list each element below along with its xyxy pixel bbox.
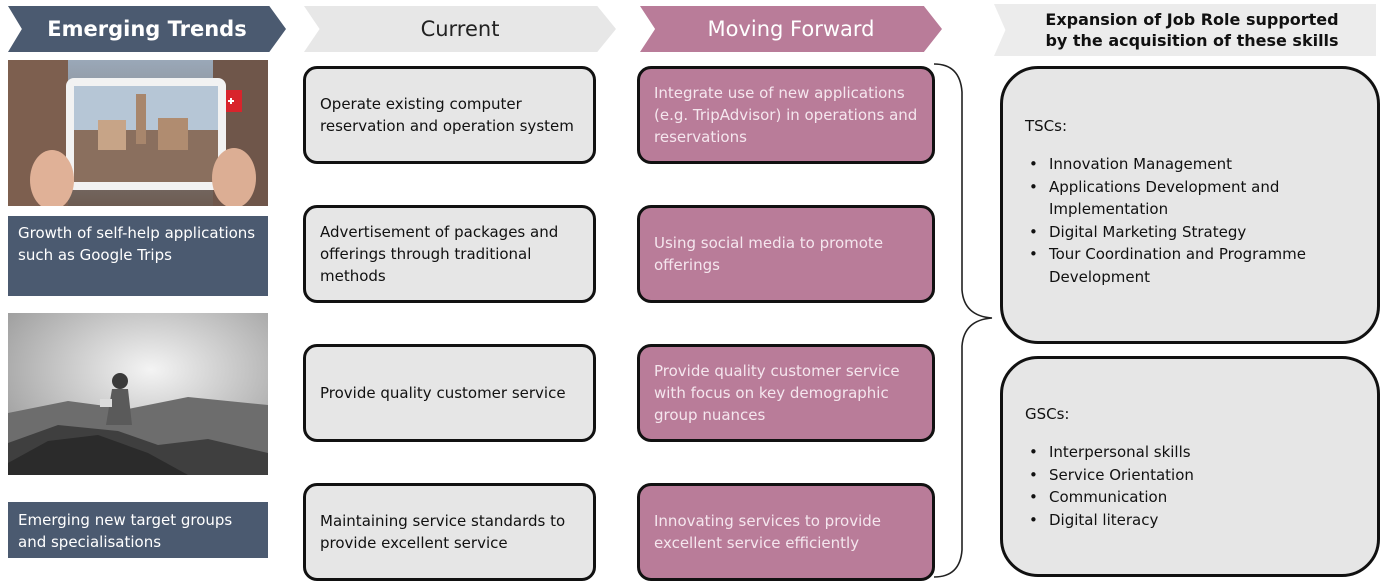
current-card-text: Maintaining service standards to provide… bbox=[320, 512, 566, 552]
current-card-4: Maintaining service standards to provide… bbox=[303, 483, 596, 581]
header-current: Current bbox=[304, 6, 616, 52]
tsc-item-text: Innovation Management bbox=[1049, 155, 1232, 173]
tsc-list: • Innovation Management • Applications Dev… bbox=[1025, 153, 1377, 288]
forward-card-4: Innovating services to provide excellent… bbox=[637, 483, 935, 581]
tsc-title: TSCs: bbox=[1025, 117, 1068, 135]
gsc-list: • Interpersonal skills • Service Orientati… bbox=[1025, 441, 1377, 531]
tablet-street-illustration bbox=[8, 60, 268, 206]
header-expansion-line2: by the acquisition of these skills bbox=[1045, 31, 1339, 50]
trend-self-help-text: Growth of self-help applications such as… bbox=[18, 224, 256, 264]
gsc-item-text: Digital literacy bbox=[1049, 510, 1159, 529]
bullet-icon: • bbox=[1029, 488, 1038, 506]
bullet-icon: • bbox=[1029, 245, 1038, 263]
traveller-photo bbox=[8, 313, 268, 475]
gsc-panel: GSCs: • Interpersonal skills • Service Ori… bbox=[1000, 356, 1380, 577]
bullet-icon: • bbox=[1029, 465, 1038, 484]
list-item: • Applications Development and Implementa… bbox=[1025, 176, 1377, 221]
header-moving-forward-label: Moving Forward bbox=[707, 17, 875, 41]
list-item: • Innovation Management bbox=[1025, 153, 1377, 176]
gsc-item-text: Service Orientation bbox=[1049, 465, 1194, 484]
list-item: • Service Orientation bbox=[1025, 464, 1377, 487]
trend-new-target-groups: Emerging new target groups and specialis… bbox=[8, 502, 268, 558]
bullet-icon: • bbox=[1029, 443, 1038, 461]
gsc-title: GSCs: bbox=[1025, 405, 1070, 423]
list-item: • Communication bbox=[1025, 486, 1377, 509]
grouping-brace bbox=[933, 63, 993, 578]
header-expansion-line1: Expansion of Job Role supported bbox=[1045, 10, 1339, 29]
trend-new-target-groups-text: Emerging new target groups and specialis… bbox=[18, 511, 233, 551]
forward-card-text: Integrate use of new applications (e.g. … bbox=[654, 84, 918, 146]
gsc-item-text: Communication bbox=[1049, 488, 1168, 506]
current-card-text: Advertisement of packages and offerings … bbox=[320, 223, 559, 285]
header-emerging-trends-label: Emerging Trends bbox=[47, 17, 247, 41]
header-moving-forward: Moving Forward bbox=[640, 6, 942, 52]
forward-card-3: Provide quality customer service with fo… bbox=[637, 344, 935, 442]
current-card-text: Provide quality customer service bbox=[320, 384, 566, 402]
header-current-label: Current bbox=[420, 17, 500, 41]
tsc-item-text: Applications Development and Implementat… bbox=[1049, 177, 1280, 219]
list-item: • Tour Coordination and Programme Develop… bbox=[1025, 243, 1377, 288]
bullet-icon: • bbox=[1029, 155, 1038, 173]
tablet-street-photo bbox=[8, 60, 268, 206]
header-emerging-trends: Emerging Trends bbox=[8, 6, 286, 52]
forward-card-1: Integrate use of new applications (e.g. … bbox=[637, 66, 935, 164]
traveller-illustration bbox=[8, 313, 268, 475]
header-expansion: Expansion of Job Role supported by the a… bbox=[994, 4, 1376, 56]
current-card-2: Advertisement of packages and offerings … bbox=[303, 205, 596, 303]
list-item: • Digital literacy bbox=[1025, 509, 1377, 532]
forward-card-2: Using social media to promote offerings bbox=[637, 205, 935, 303]
tsc-item-text: Digital Marketing Strategy bbox=[1049, 222, 1247, 241]
list-item: • Digital Marketing Strategy bbox=[1025, 221, 1377, 244]
forward-card-text: Innovating services to provide excellent… bbox=[654, 512, 881, 552]
forward-card-text: Provide quality customer service with fo… bbox=[654, 362, 900, 424]
current-card-3: Provide quality customer service bbox=[303, 344, 596, 442]
tsc-item-text: Tour Coordination and Programme Developm… bbox=[1049, 245, 1306, 286]
gsc-item-text: Interpersonal skills bbox=[1049, 443, 1191, 461]
current-card-1: Operate existing computer reservation an… bbox=[303, 66, 596, 164]
list-item: • Interpersonal skills bbox=[1025, 441, 1377, 464]
bullet-icon: • bbox=[1029, 177, 1038, 196]
bullet-icon: • bbox=[1029, 510, 1038, 529]
trend-self-help: Growth of self-help applications such as… bbox=[8, 216, 268, 296]
bullet-icon: • bbox=[1029, 222, 1038, 241]
tsc-panel: TSCs: • Innovation Management • Applicatio… bbox=[1000, 66, 1380, 344]
forward-card-text: Using social media to promote offerings bbox=[654, 234, 884, 274]
current-card-text: Operate existing computer reservation an… bbox=[320, 95, 574, 135]
